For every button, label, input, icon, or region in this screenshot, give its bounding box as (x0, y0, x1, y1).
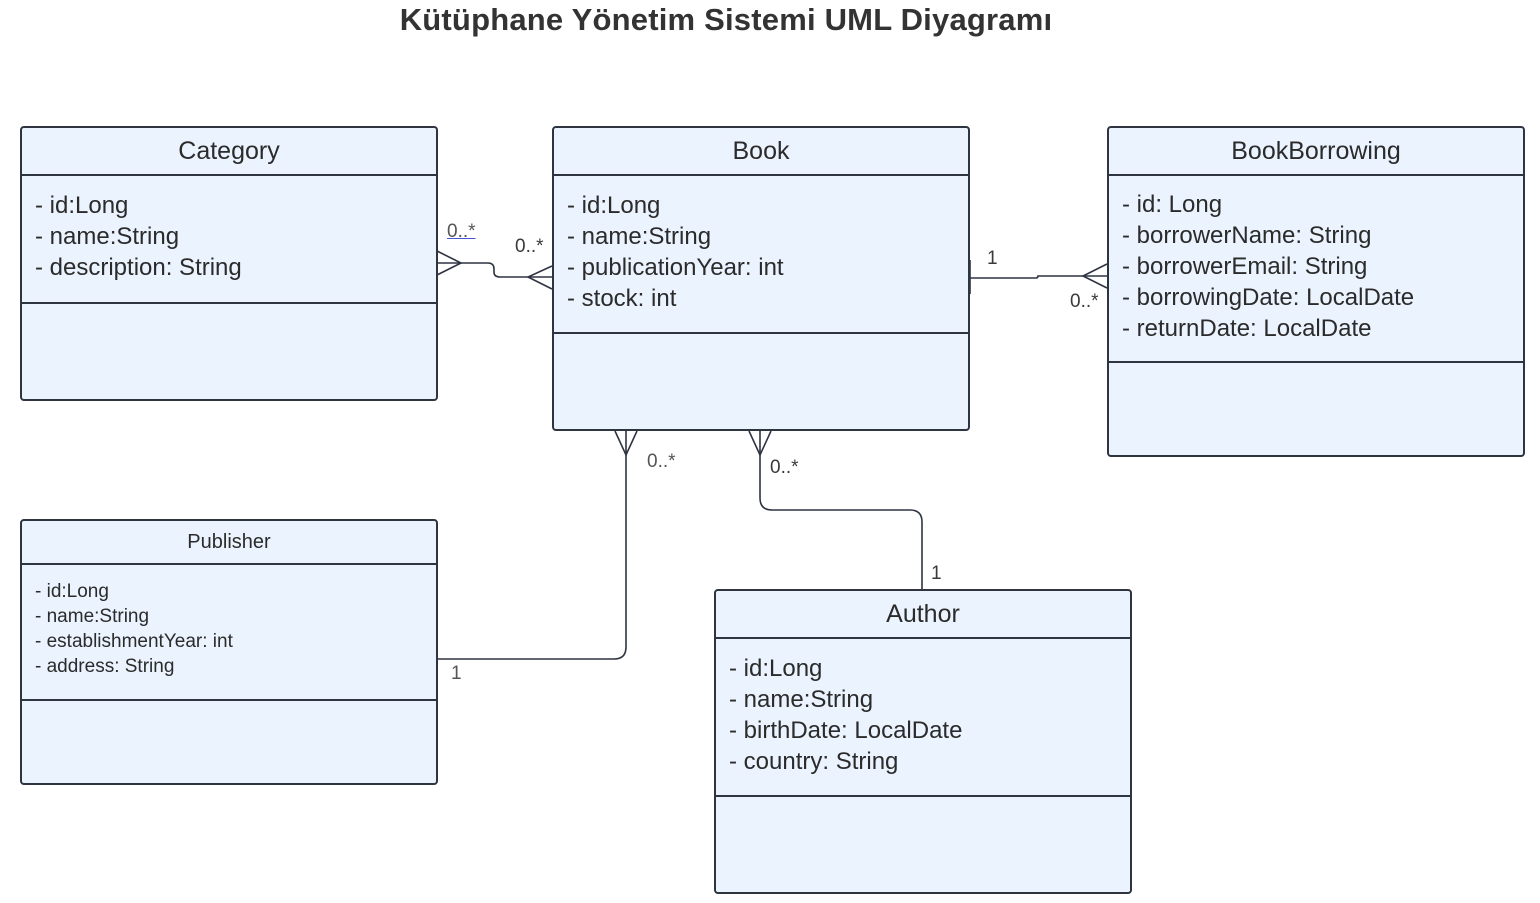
class-name: Publisher (22, 521, 436, 565)
attribute: - name:String (729, 686, 874, 713)
attribute: - country: String (729, 748, 899, 775)
crowfoot-borrowing-end (1081, 263, 1108, 289)
multiplicity-category-end: 0..* (447, 221, 476, 242)
assoc-book-borrowing (969, 275, 1107, 279)
multiplicity-book-bottom-left-end: 0..* (647, 451, 676, 472)
attribute: - borrowerEmail: String (1122, 253, 1368, 280)
attribute: - stock: int (567, 285, 677, 312)
class-name: BookBorrowing (1109, 128, 1523, 176)
attributes-compartment: - id: Long - borrowerName: String - borr… (1109, 176, 1523, 363)
multiplicity-author-end: 1 (931, 563, 942, 584)
multiplicity-book-bottom-mid-end: 0..* (770, 457, 799, 478)
crowfoot-book-bottom-left (614, 430, 638, 457)
attribute: - id:Long (567, 192, 661, 219)
assoc-category-book (437, 262, 552, 278)
attribute: - description: String (35, 254, 242, 281)
diagram-title: Kütüphane Yönetim Sistemi UML Diyagramı (399, 2, 1053, 37)
attribute: - id:Long (35, 192, 129, 219)
attribute: - name:String (567, 223, 712, 250)
assoc-publisher-book (437, 431, 627, 660)
attribute: - id:Long (35, 581, 109, 602)
attribute: - id: Long (1122, 191, 1223, 218)
crowfoot-book-bottom-mid (748, 430, 772, 457)
class-name: Category (22, 128, 436, 176)
attributes-compartment: - id:Long - name:String - birthDate: Loc… (716, 639, 1130, 797)
class-book[interactable]: Book - id:Long - name:String - publicati… (552, 126, 970, 431)
multiplicity-publisher-end: 1 (451, 663, 462, 684)
class-name: Author (716, 591, 1130, 639)
attribute: - birthDate: LocalDate (729, 717, 963, 744)
attribute: - publicationYear: int (567, 254, 784, 281)
attributes-compartment: - id:Long - name:String - publicationYea… (554, 176, 968, 334)
assoc-author-book (759, 431, 923, 589)
crowfoot-category-end (436, 250, 463, 276)
multiplicity-book-right-end: 1 (987, 248, 998, 269)
attribute: - returnDate: LocalDate (1122, 315, 1372, 342)
class-publisher[interactable]: Publisher - id:Long - name:String - esta… (20, 519, 438, 785)
class-name: Book (554, 128, 968, 176)
crowfoot-book-left-end (526, 265, 553, 290)
class-author[interactable]: Author - id:Long - name:String - birthDa… (714, 589, 1132, 894)
multiplicity-book-left-end: 0..* (515, 236, 544, 257)
attribute: - name:String (35, 223, 180, 250)
attribute: - address: String (35, 656, 175, 677)
attributes-compartment: - id:Long - name:String - establishmentY… (22, 565, 436, 701)
class-category[interactable]: Category - id:Long - name:String - descr… (20, 126, 438, 401)
attribute: - borrowingDate: LocalDate (1122, 284, 1415, 311)
attribute: - borrowerName: String (1122, 222, 1372, 249)
attribute: - establishmentYear: int (35, 631, 233, 652)
attribute: - id:Long (729, 655, 823, 682)
multiplicity-borrowing-end: 0..* (1070, 291, 1099, 312)
attribute: - name:String (35, 606, 150, 627)
class-bookborrowing[interactable]: BookBorrowing - id: Long - borrowerName:… (1107, 126, 1525, 457)
attributes-compartment: - id:Long - name:String - description: S… (22, 176, 436, 304)
